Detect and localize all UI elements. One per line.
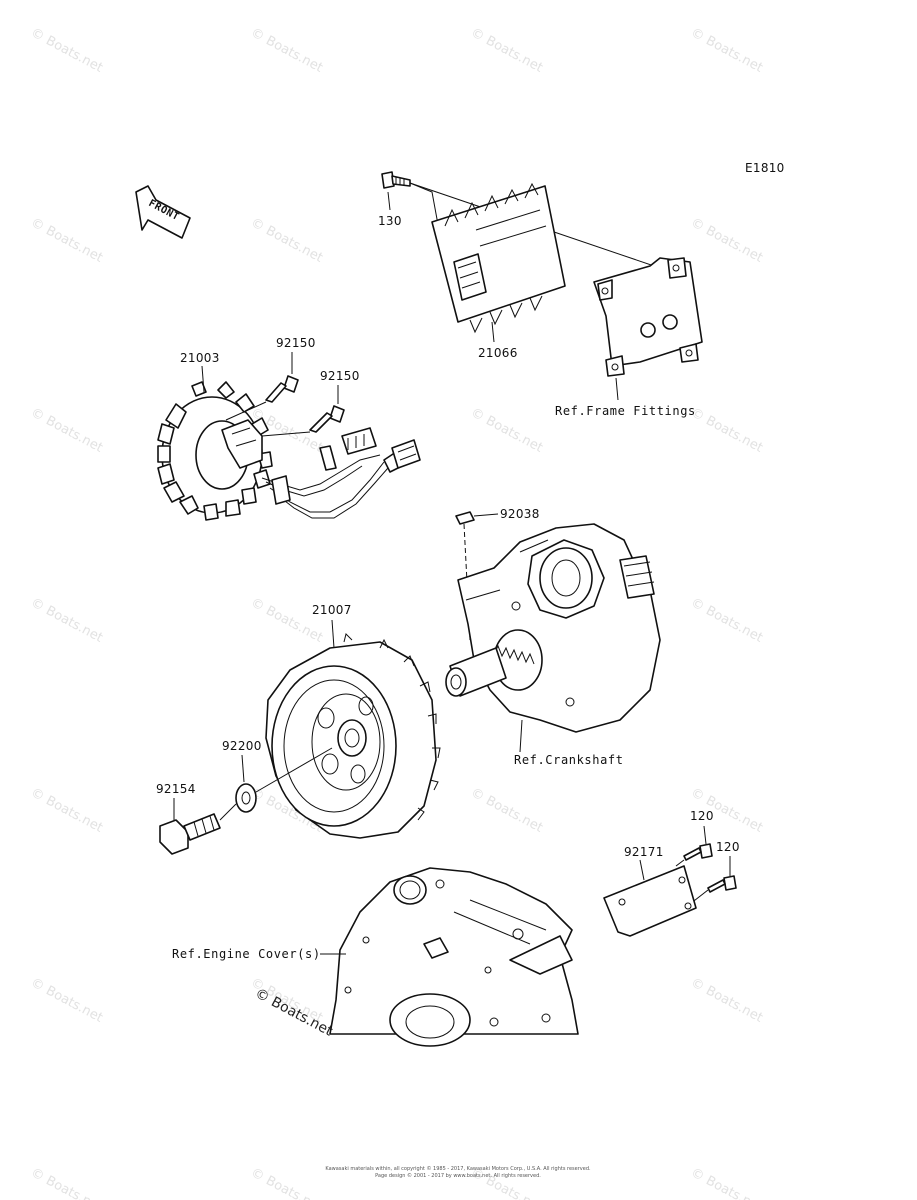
watermark: © Boats.net [688,975,765,1025]
copyright-line-2: Page design © 2001 - 2017 by www.boats.n… [375,1172,541,1179]
label-92154: 92154 [156,782,196,796]
bolt-130[interactable] [381,171,411,189]
engine-cover [329,867,579,1047]
watermark: © Boats.net [28,25,105,75]
label-21066: 21066 [478,346,518,360]
label-92150-lower: 92150 [320,369,360,383]
watermark: © Boats.net [248,215,325,265]
regulator-rectifier-21066[interactable] [431,182,566,334]
watermark: © Boats.net [28,215,105,265]
watermark: © Boats.net [248,1165,325,1200]
label-92150-upper: 92150 [276,336,316,350]
crankshaft [445,523,661,733]
ref-engine-cover: Ref.Engine Cover(s) [172,947,321,961]
watermark: © Boats.net [28,405,105,455]
watermark: © Boats.net [468,25,545,75]
label-120-lower: 120 [716,840,740,854]
label-21007: 21007 [312,603,352,617]
bolt-92150-upper[interactable] [265,375,299,403]
frame-bracket [593,257,703,377]
front-arrow-icon: FRONT [135,185,191,239]
label-92038: 92038 [500,507,540,521]
label-120-upper: 120 [690,809,714,823]
cover-plate-92171[interactable] [603,865,697,937]
woodruff-key-92038[interactable] [455,511,475,525]
washer-92200[interactable] [235,783,257,813]
watermark: © Boats.net [468,785,545,835]
diagram-code: E1810 [745,161,785,175]
label-130: 130 [378,214,402,228]
watermark: © Boats.net [28,595,105,645]
watermark: © Boats.net [688,1165,765,1200]
watermark: © Boats.net [28,975,105,1025]
watermark: © Boats.net [28,785,105,835]
watermark: © Boats.net [688,595,765,645]
bolt-92154[interactable] [159,813,221,855]
bolt-120-upper[interactable] [683,843,713,861]
watermark: © Boats.net [688,215,765,265]
stator-21003[interactable] [157,381,421,521]
watermark: © Boats.net [688,405,765,455]
label-92200: 92200 [222,739,262,753]
bolt-92150-lower[interactable] [309,405,345,433]
watermark: © Boats.net [248,25,325,75]
label-92171: 92171 [624,845,664,859]
watermark: © Boats.net [28,1165,105,1200]
watermark: © Boats.net [468,405,545,455]
watermark: © Boats.net [688,25,765,75]
bolt-120-lower[interactable] [707,875,737,893]
rotor-21007[interactable] [265,633,441,839]
ref-crankshaft: Ref.Crankshaft [514,753,624,767]
label-21003: 21003 [180,351,220,365]
copyright-line-1: Kawasaki materials within, all copyright… [325,1165,591,1172]
ref-frame-fittings: Ref.Frame Fittings [555,404,696,418]
